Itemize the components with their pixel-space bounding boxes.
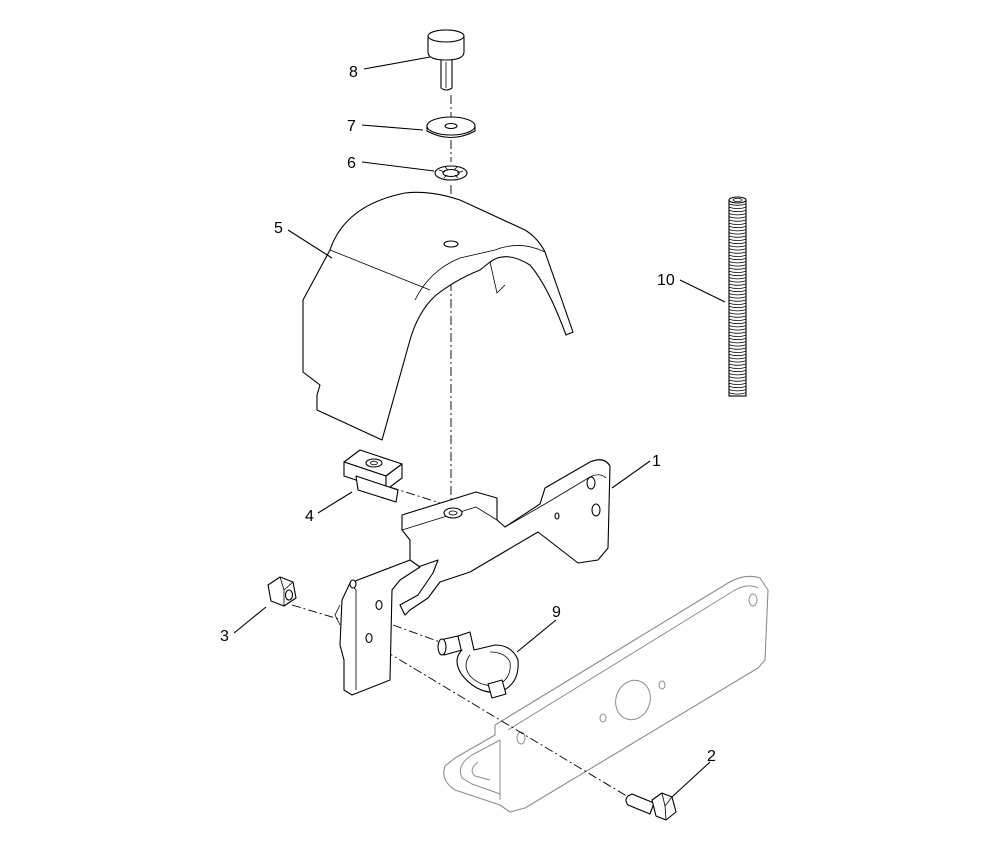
lock-washer-part-6 [434,165,468,181]
leader-lines [233,56,726,798]
callout-10: 10 [657,272,675,289]
spring-part-10 [728,196,747,397]
flat-washer-part-7 [426,116,476,139]
callout-6: 6 [347,155,356,172]
callout-7: 7 [347,118,356,135]
bracket-part-1 [334,459,611,696]
callout-2: 2 [707,748,716,765]
mounting-plate-reference [443,575,769,813]
callout-1: 1 [652,453,661,470]
bolt-part-2 [625,792,677,821]
cover-part-5 [302,191,574,441]
knob-part-8 [427,29,465,91]
callout-9: 9 [552,604,561,621]
callout-3: 3 [220,628,229,645]
callout-8: 8 [349,64,358,81]
callout-labels: 1 2 3 4 5 6 7 8 9 10 [220,64,716,765]
hex-nut-part-3 [267,576,297,607]
callout-4: 4 [305,508,314,525]
cable-clamp-part-9 [437,631,519,699]
speed-nut-part-4 [343,449,403,503]
callout-5: 5 [274,220,283,237]
